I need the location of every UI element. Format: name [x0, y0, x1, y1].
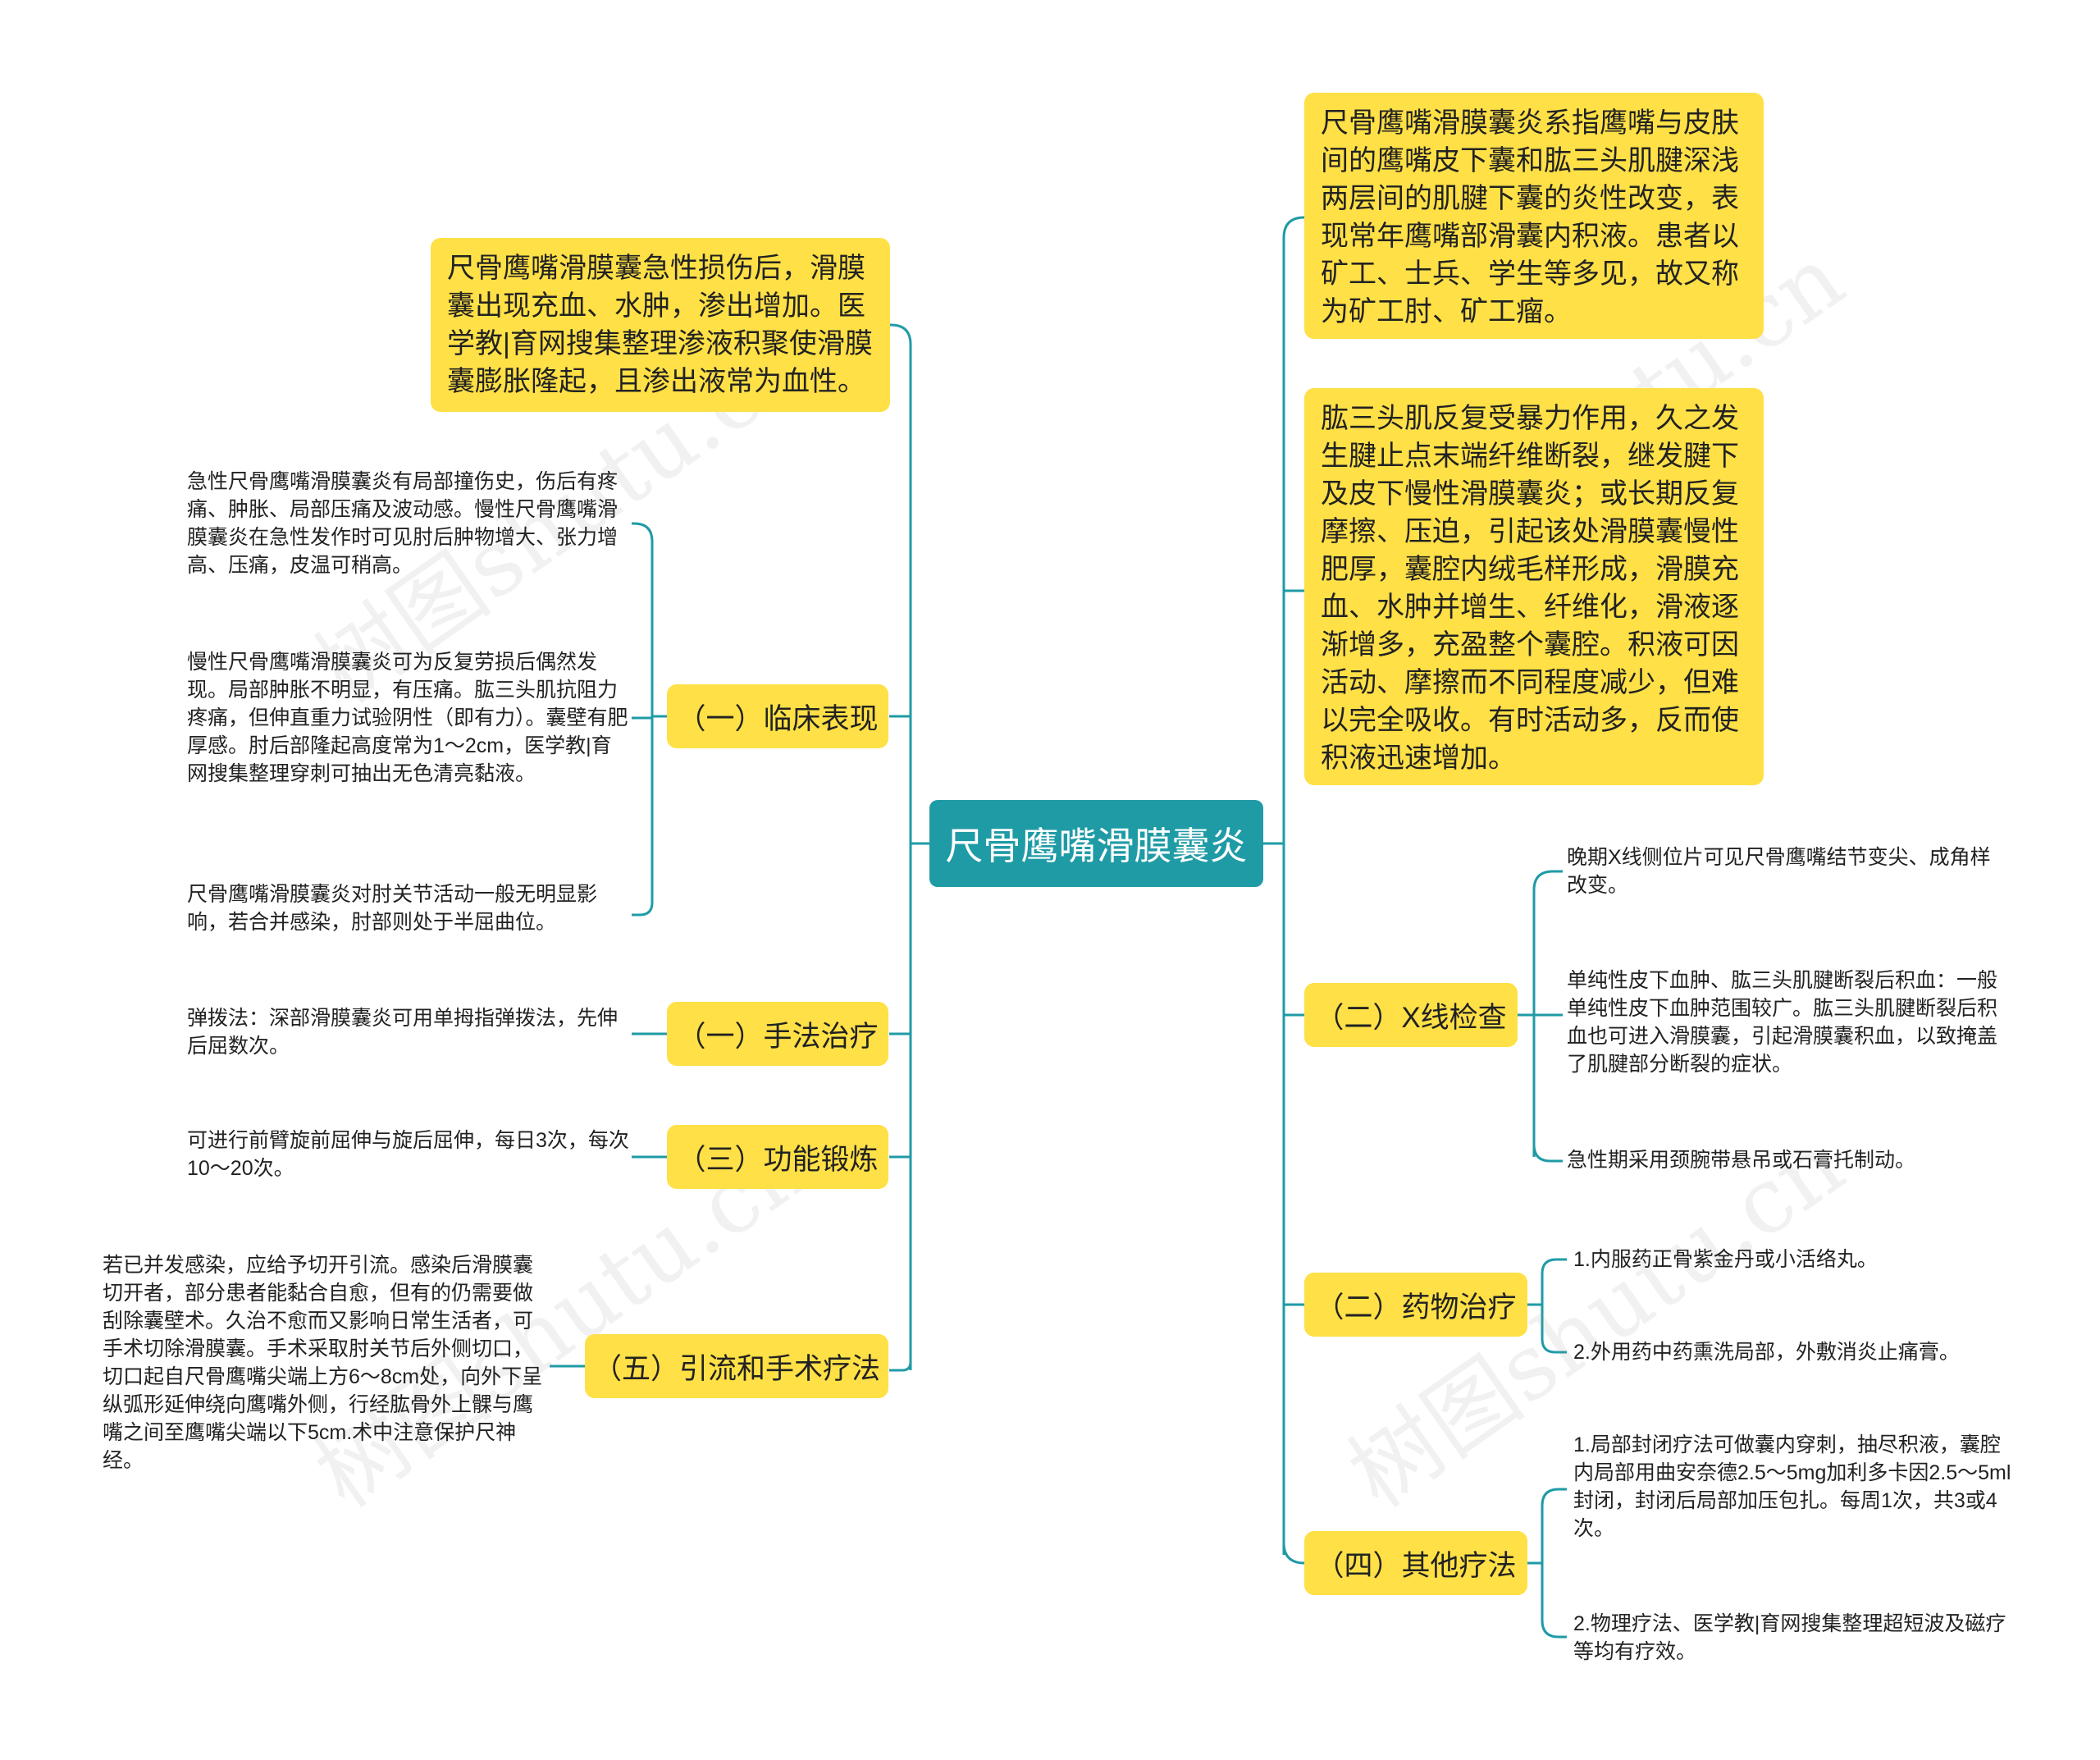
drug-leaf-2: 2.外用药中药熏洗局部，外敷消炎止痛膏。	[1573, 1341, 1960, 1364]
branch-xray[interactable]: （二）X线检查	[1304, 983, 1518, 1047]
exercise-leaf: 可进行前臂旋前屈伸与旋后屈伸，每日3次，每次10～20次。	[187, 1129, 629, 1180]
clinical-leaf-3: 尺骨鹰嘴滑膜囊炎对肘关节活动一般无明显影响，若合并感染，肘部则处于半屈曲位。	[187, 883, 598, 934]
branch-manual[interactable]: （一）手法治疗	[667, 1002, 888, 1066]
branch-exercise[interactable]: （三）功能锻炼	[667, 1125, 888, 1189]
clinical-leaf-1: 急性尺骨鹰嘴滑膜囊炎有局部撞伤史，伤后有疼痛、肿胀、局部压痛及波动感。慢性尺骨鹰…	[187, 470, 619, 577]
surgery-leaf: 若已并发感染，应给予切开引流。感染后滑膜囊切开者，部分患者能黏合自愈，但有的仍需…	[103, 1254, 543, 1472]
xray-leaf-2: 单纯性皮下血肿、肱三头肌腱断裂后积血：一般单纯性皮下血肿范围较广。肱三头肌腱断裂…	[1567, 969, 1998, 1076]
manual-leaf: 弹拨法：深部滑膜囊炎可用单拇指弹拨法，先伸后屈数次。	[187, 1007, 619, 1058]
branch-surgery[interactable]: （五）引流和手术疗法	[585, 1334, 888, 1398]
center-topic[interactable]: 尺骨鹰嘴滑膜囊炎	[929, 800, 1263, 887]
branch-drug[interactable]: （二）药物治疗	[1304, 1273, 1527, 1337]
other-leaf-1: 1.局部封闭疗法可做囊内穿刺，抽尽积液，囊腔内局部用曲安奈德2.5～5mg加利多…	[1573, 1433, 2011, 1540]
branch-clinical[interactable]: （一）临床表现	[667, 684, 888, 748]
other-leaf-2: 2.物理疗法、医学教|育网搜集整理超短波及磁疗等均有疗效。	[1573, 1612, 2006, 1663]
xray-leaf-3: 急性期采用颈腕带悬吊或石膏托制动。	[1567, 1149, 1916, 1172]
xray-leaf-1: 晚期X线侧位片可见尺骨鹰嘴结节变尖、成角样改变。	[1567, 846, 1991, 897]
right-box-etiology[interactable]: 肱三头肌反复受暴力作用，久之发生腱止点末端纤维断裂，继发腱下及皮下慢性滑膜囊炎；…	[1304, 388, 1764, 785]
clinical-leaf-2: 慢性尺骨鹰嘴滑膜囊炎可为反复劳损后偶然发现。局部肿胀不明显，有压痛。肱三头肌抗阻…	[187, 651, 628, 785]
left-top-box[interactable]: 尺骨鹰嘴滑膜囊急性损伤后，滑膜囊出现充血、水肿，渗出增加。医学教|育网搜集整理渗…	[431, 238, 890, 412]
branch-other[interactable]: （四）其他疗法	[1304, 1531, 1527, 1595]
right-box-definition[interactable]: 尺骨鹰嘴滑膜囊炎系指鹰嘴与皮肤间的鹰嘴皮下囊和肱三头肌腱深浅两层间的肌腱下囊的炎…	[1304, 93, 1764, 339]
drug-leaf-1: 1.内服药正骨紫金丹或小活络丸。	[1573, 1248, 1878, 1271]
